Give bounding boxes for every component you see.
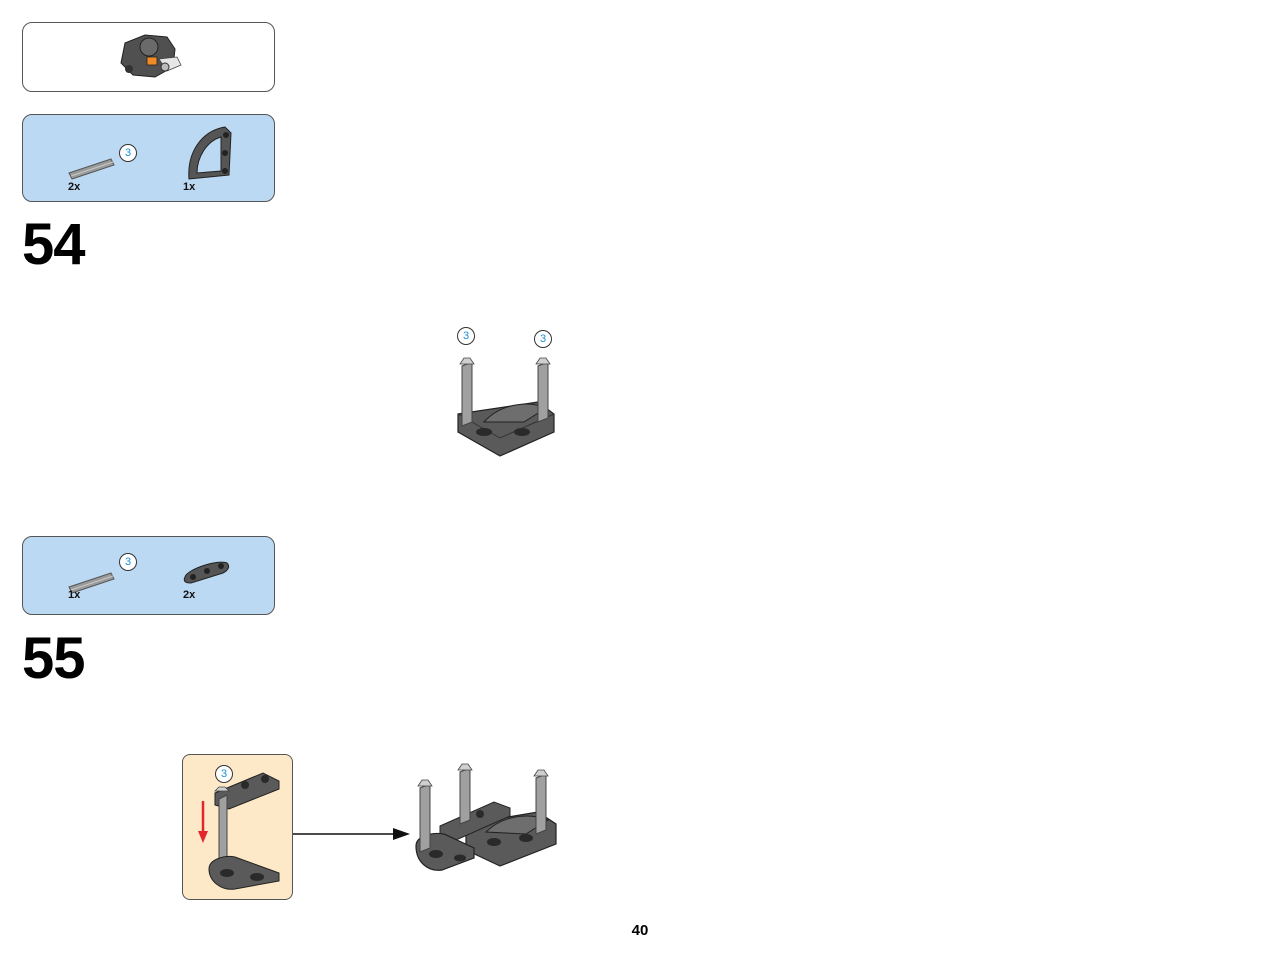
axle-length-badge: 3 bbox=[534, 330, 552, 348]
subassembly-illustration bbox=[198, 772, 280, 890]
part-quantity: 1x bbox=[183, 181, 196, 193]
step-54-model-illustration bbox=[457, 357, 555, 457]
step-55-model-illustration bbox=[415, 763, 557, 871]
assembly-arrow bbox=[293, 828, 410, 840]
assembled-submodel-icon bbox=[120, 34, 182, 78]
axle-length-badge: 3 bbox=[215, 765, 233, 783]
axle-3-icon bbox=[68, 158, 115, 180]
axle-length-badge: 3 bbox=[457, 327, 475, 345]
subassembly-callout: 3 bbox=[182, 754, 293, 900]
part-quantity: 1x bbox=[68, 589, 81, 601]
part-quantity: 2x bbox=[183, 589, 196, 601]
part-quantity: 2x bbox=[68, 181, 81, 193]
step-55-parts-list: 3 1x 2x bbox=[22, 536, 275, 615]
page-number: 40 bbox=[631, 922, 649, 939]
axle-length-badge: 3 bbox=[119, 144, 137, 162]
bent-liftarm-icon bbox=[183, 561, 230, 584]
step-number: 55 bbox=[22, 626, 86, 691]
axle-3-icon bbox=[68, 572, 115, 594]
step-54-parts-list: 3 2x 1x bbox=[22, 114, 275, 202]
submodel-preview-box bbox=[22, 22, 275, 92]
quarter-ellipse-beam-icon bbox=[188, 126, 232, 180]
step-number: 54 bbox=[22, 212, 86, 277]
axle-length-badge: 3 bbox=[119, 553, 137, 571]
